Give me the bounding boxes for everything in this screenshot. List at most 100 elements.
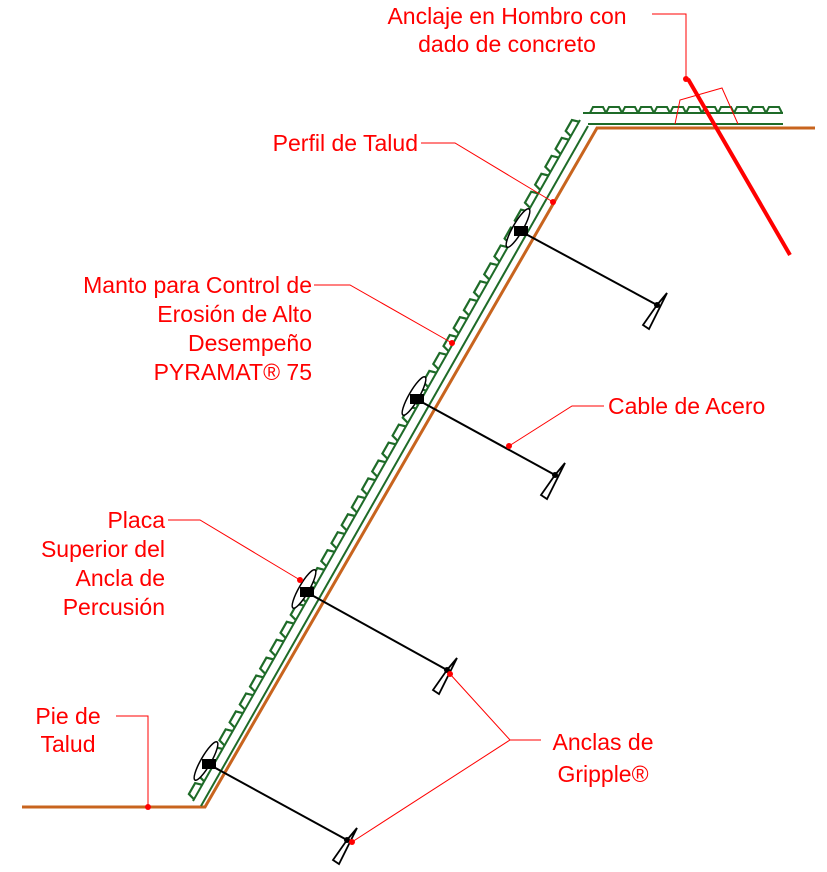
blanket-cell (493, 244, 508, 263)
gripple-anchor (331, 827, 358, 866)
leader-slope-toe (116, 715, 149, 807)
label-slope-toe: Pie de Talud (20, 702, 116, 758)
leader-top-plate (168, 519, 301, 581)
blanket-cell (472, 280, 488, 299)
blanket-cell (228, 710, 244, 729)
gripple-anchor (431, 657, 458, 696)
gripple-eye (654, 302, 660, 308)
blanket-top-cell (765, 106, 783, 114)
dot-slope-profile (550, 199, 556, 205)
shoulder-anchor-rod (686, 77, 792, 257)
gripple-anchor (539, 462, 566, 501)
plate-hub (300, 587, 314, 597)
blanket-top-cell (637, 106, 655, 114)
blanket-top-cell (621, 106, 639, 114)
blanket-cell (350, 495, 366, 514)
anchor-assemblies (193, 208, 668, 866)
blanket-inner-edge (200, 125, 589, 807)
steel-cable (209, 764, 348, 841)
blanket-top-cell (701, 106, 719, 114)
blanket-top-cell (605, 106, 623, 114)
blanket-top-cell (749, 106, 767, 114)
blanket-cell (370, 459, 386, 478)
label-erosion-blanket-line2: Erosión de Alto (157, 301, 312, 327)
label-steel-cable: Cable de Acero (608, 392, 765, 420)
dot-gripple-2 (349, 839, 355, 845)
steel-cable (307, 592, 448, 671)
blanket-cell (533, 172, 549, 191)
label-shoulder-anchor-line2: dado de concreto (418, 31, 596, 57)
blanket-cell (319, 548, 335, 568)
label-gripple-anchors: Anclas de Gripple® (540, 726, 666, 790)
label-erosion-blanket: Manto para Control de Erosión de Alto De… (20, 271, 312, 387)
blanket-cell (482, 262, 498, 281)
blanket-top-cell (685, 106, 703, 114)
leader-slope-profile (421, 142, 554, 203)
dot-top-plate (297, 577, 303, 583)
label-shoulder-anchor-line1: Anclaje en Hombro con (387, 3, 627, 29)
blanket-cell (462, 297, 478, 317)
label-shoulder-anchor: Anclaje en Hombro con dado de concreto (362, 2, 652, 58)
blanket-cell (258, 656, 274, 675)
anchor-assembly (401, 376, 566, 501)
dot-steel-cable (506, 443, 512, 449)
leader-steel-cable (508, 405, 604, 447)
blanket-cell (381, 441, 396, 460)
label-slope-profile: Perfil de Talud (200, 129, 418, 157)
label-slope-toe-line1: Pie de (35, 703, 101, 729)
blanket-cell (564, 118, 580, 137)
gripple-eye (552, 472, 558, 478)
blanket-top-cells (589, 106, 783, 114)
blanket-top-cell (733, 106, 751, 114)
label-gripple-anchors-line2: Gripple® (557, 761, 649, 787)
leader-shoulder-anchor (652, 13, 687, 79)
blanket-cell (279, 620, 295, 639)
anchor-assembly (291, 569, 458, 696)
plate-hub (410, 394, 424, 404)
anchor-assembly (193, 741, 358, 866)
leader-gripple-2 (351, 739, 511, 843)
blanket-cell (391, 423, 407, 442)
blanket-cell (268, 638, 284, 657)
blanket-cell (330, 530, 346, 550)
label-slope-profile-text: Perfil de Talud (272, 130, 418, 156)
blanket-cell (431, 351, 447, 370)
label-top-plate: Placa Superior del Ancla de Percusión (0, 506, 165, 622)
dot-shoulder-anchor (683, 76, 689, 82)
label-gripple-anchors-line1: Anclas de (552, 729, 654, 755)
blanket-cell (442, 333, 458, 353)
blanket-cell (238, 692, 254, 711)
label-top-plate-line2: Superior del (40, 536, 165, 562)
blanket-cell (543, 154, 559, 173)
dot-slope-toe (145, 804, 151, 810)
blanket-cell (523, 190, 539, 209)
gripple-eye (344, 837, 350, 843)
label-erosion-blanket-line1: Manto para Control de (83, 272, 312, 298)
blanket-top-cell (717, 106, 735, 114)
dot-gripple-1 (447, 671, 453, 677)
leader-dots (145, 76, 689, 845)
ground-profile (22, 126, 815, 809)
blanket-cell (218, 728, 234, 747)
plate-hub (202, 759, 216, 769)
label-top-plate-line3: Ancla de (75, 565, 165, 591)
blanket-cell (452, 315, 468, 335)
blanket-cell (289, 602, 305, 621)
steel-cable (417, 399, 556, 476)
leader-gripple-1 (449, 673, 541, 741)
gripple-anchor (641, 292, 668, 331)
blanket-top-cell (653, 106, 671, 114)
plate-hub (514, 226, 528, 236)
label-top-plate-line1: Placa (107, 507, 165, 533)
label-top-plate-line4: Percusión (62, 594, 165, 620)
label-steel-cable-text: Cable de Acero (608, 393, 766, 419)
leader-lines (116, 13, 687, 843)
label-erosion-blanket-line4: PYRAMAT® 75 (153, 359, 312, 385)
blanket-top-cell (669, 106, 687, 114)
dot-erosion-blanket (449, 340, 455, 346)
blanket-cell (187, 781, 203, 801)
steel-cable (521, 231, 658, 306)
label-slope-toe-line2: Talud (40, 731, 96, 757)
blanket-cell (340, 513, 356, 532)
